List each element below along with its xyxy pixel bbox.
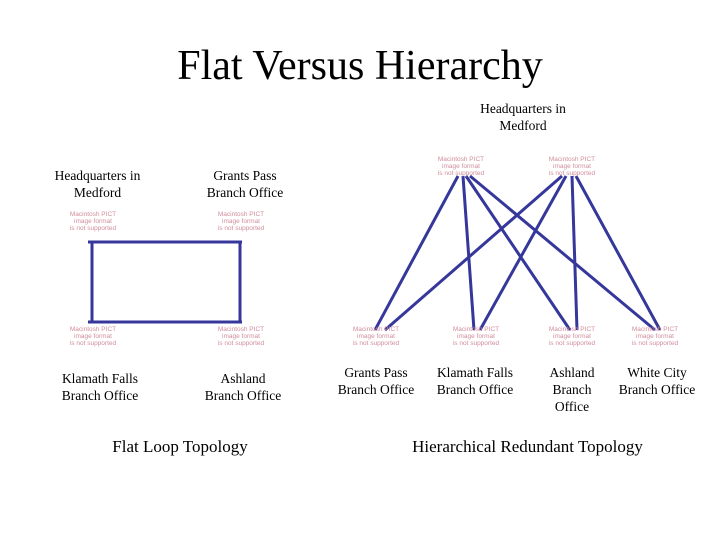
- flat-klamath-label: Klamath Falls Branch Office: [61, 371, 139, 403]
- hierarchical-caption: Hierarchical Redundant Topology: [412, 437, 643, 456]
- hier-hq-label: Headquarters in Medford: [480, 101, 566, 133]
- hier-links: [373, 174, 662, 332]
- hier-link-core2-ashland: [570, 175, 579, 331]
- hier-link-core2-klamath: [478, 175, 568, 331]
- hier-ashland-label: Ashland Branch Office: [549, 365, 595, 414]
- hier-link-core1-klamath: [461, 175, 476, 331]
- slide-title: Flat Versus Hierarchy: [177, 43, 543, 89]
- hier-grants-label: Grants Pass Branch Office: [337, 365, 415, 397]
- hier-link-core2-grants: [384, 174, 563, 332]
- hier-link-core2-whitecity: [574, 175, 662, 331]
- hier-whitecity-label: White City Branch Office: [618, 365, 696, 397]
- hier-link-core1-whitecity: [469, 174, 656, 332]
- flat-hq-label: Headquarters in Medford: [54, 168, 141, 200]
- flat-loop-caption: Flat Loop Topology: [112, 437, 248, 456]
- hier-link-core1-ashland: [464, 175, 572, 331]
- flat-grants-label: Grants Pass Branch Office: [206, 168, 284, 200]
- hier-link-core1-grants: [373, 175, 460, 331]
- flat-loop-links: [88, 240, 242, 324]
- flat-ashland-label: Ashland Branch Office: [204, 371, 282, 403]
- hier-klamath-label: Klamath Falls Branch Office: [436, 365, 514, 397]
